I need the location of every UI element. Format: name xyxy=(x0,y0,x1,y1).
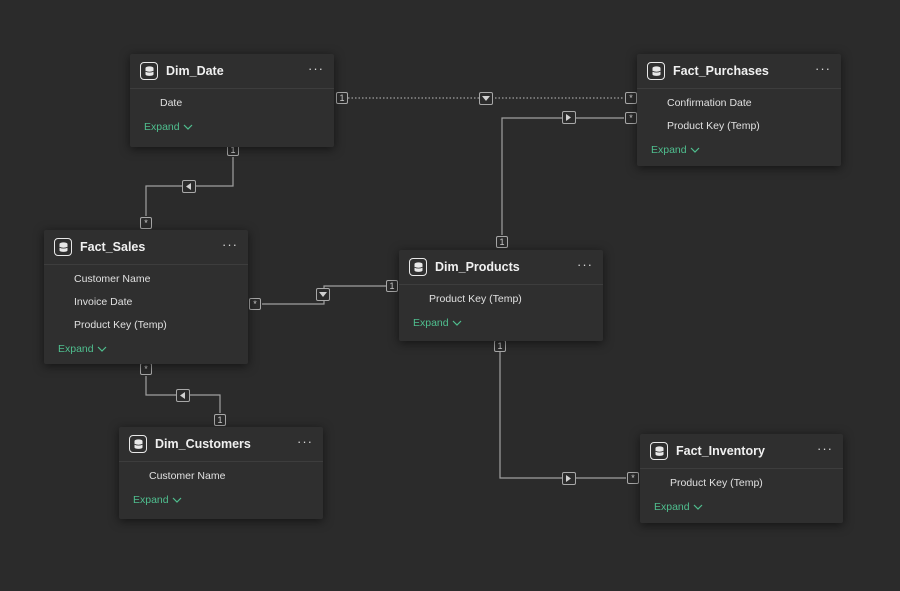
filter-direction-down-icon[interactable] xyxy=(316,288,330,301)
table-title: Fact_Sales xyxy=(80,240,146,254)
expand-label: Expand xyxy=(58,343,94,355)
table-card-dim-products[interactable]: Dim_Products ··· Product Key (Temp) Expa… xyxy=(399,250,603,341)
table-icon xyxy=(54,238,72,256)
table-icon xyxy=(129,435,147,453)
chevron-down-icon xyxy=(690,147,700,153)
table-title: Dim_Date xyxy=(166,64,224,78)
field-item[interactable]: Confirmation Date xyxy=(667,97,752,109)
table-card-fact-inventory[interactable]: Fact_Inventory ··· Product Key (Temp) Ex… xyxy=(640,434,843,523)
expand-button[interactable]: Expand xyxy=(130,118,334,133)
filter-direction-right-icon[interactable] xyxy=(562,111,576,124)
field-item[interactable]: Product Key (Temp) xyxy=(429,293,522,305)
table-title: Dim_Products xyxy=(435,260,520,274)
table-icon xyxy=(409,258,427,276)
table-title: Fact_Purchases xyxy=(673,64,769,78)
more-options-icon[interactable]: ··· xyxy=(222,237,238,252)
chevron-down-icon xyxy=(183,124,193,130)
filter-direction-left-icon[interactable] xyxy=(176,389,190,402)
table-header[interactable]: Dim_Date ··· xyxy=(130,54,334,89)
filter-direction-down-icon[interactable] xyxy=(479,92,493,105)
cardinality-one-marker: 1 xyxy=(496,236,508,248)
cardinality-one-marker: 1 xyxy=(227,144,239,156)
table-card-dim-date[interactable]: Dim_Date ··· Date Expand xyxy=(130,54,334,147)
table-icon xyxy=(650,442,668,460)
expand-label: Expand xyxy=(654,501,690,513)
cardinality-one-marker: 1 xyxy=(336,92,348,104)
cardinality-one-marker: 1 xyxy=(494,340,506,352)
more-options-icon[interactable]: ··· xyxy=(308,61,324,76)
cardinality-many-marker: * xyxy=(627,472,639,484)
cardinality-one-marker: 1 xyxy=(386,280,398,292)
table-title: Fact_Inventory xyxy=(676,444,765,458)
field-item[interactable]: Customer Name xyxy=(149,470,226,482)
field-item[interactable]: Product Key (Temp) xyxy=(667,120,760,132)
cardinality-many-marker: * xyxy=(140,217,152,229)
chevron-down-icon xyxy=(172,497,182,503)
relationship-line-products-purchases xyxy=(501,117,624,235)
table-card-fact-sales[interactable]: Fact_Sales ··· Customer Name Invoice Dat… xyxy=(44,230,248,364)
more-options-icon[interactable]: ··· xyxy=(817,441,833,456)
table-icon xyxy=(140,62,158,80)
table-header[interactable]: Dim_Products ··· xyxy=(399,250,603,285)
expand-button[interactable]: Expand xyxy=(119,491,323,506)
table-card-dim-customers[interactable]: Dim_Customers ··· Customer Name Expand xyxy=(119,427,323,519)
table-header[interactable]: Fact_Sales ··· xyxy=(44,230,248,265)
expand-button[interactable]: Expand xyxy=(399,314,603,329)
relationship-line-products-inventory xyxy=(499,352,626,479)
cardinality-one-marker: 1 xyxy=(214,414,226,426)
expand-label: Expand xyxy=(144,121,180,133)
expand-label: Expand xyxy=(651,144,687,156)
expand-button[interactable]: Expand xyxy=(637,141,841,156)
cardinality-many-marker: * xyxy=(249,298,261,310)
more-options-icon[interactable]: ··· xyxy=(577,257,593,272)
chevron-down-icon xyxy=(97,346,107,352)
table-card-fact-purchases[interactable]: Fact_Purchases ··· Confirmation Date Pro… xyxy=(637,54,841,166)
expand-label: Expand xyxy=(413,317,449,329)
table-icon xyxy=(647,62,665,80)
cardinality-many-marker: * xyxy=(140,363,152,375)
field-item[interactable]: Date xyxy=(160,97,183,109)
filter-direction-left-icon[interactable] xyxy=(182,180,196,193)
filter-direction-right-icon[interactable] xyxy=(562,472,576,485)
table-title: Dim_Customers xyxy=(155,437,251,451)
cardinality-many-marker: * xyxy=(625,92,637,104)
table-header[interactable]: Fact_Inventory ··· xyxy=(640,434,843,469)
table-header[interactable]: Dim_Customers ··· xyxy=(119,427,323,462)
more-options-icon[interactable]: ··· xyxy=(815,61,831,76)
field-item[interactable]: Product Key (Temp) xyxy=(670,477,763,489)
field-item[interactable]: Invoice Date xyxy=(74,296,133,308)
more-options-icon[interactable]: ··· xyxy=(297,434,313,449)
field-item[interactable]: Product Key (Temp) xyxy=(74,319,167,331)
expand-button[interactable]: Expand xyxy=(44,340,248,355)
cardinality-many-marker: * xyxy=(625,112,637,124)
chevron-down-icon xyxy=(452,320,462,326)
expand-button[interactable]: Expand xyxy=(640,498,843,513)
table-header[interactable]: Fact_Purchases ··· xyxy=(637,54,841,89)
field-item[interactable]: Customer Name xyxy=(74,273,151,285)
chevron-down-icon xyxy=(693,504,703,510)
expand-label: Expand xyxy=(133,494,169,506)
